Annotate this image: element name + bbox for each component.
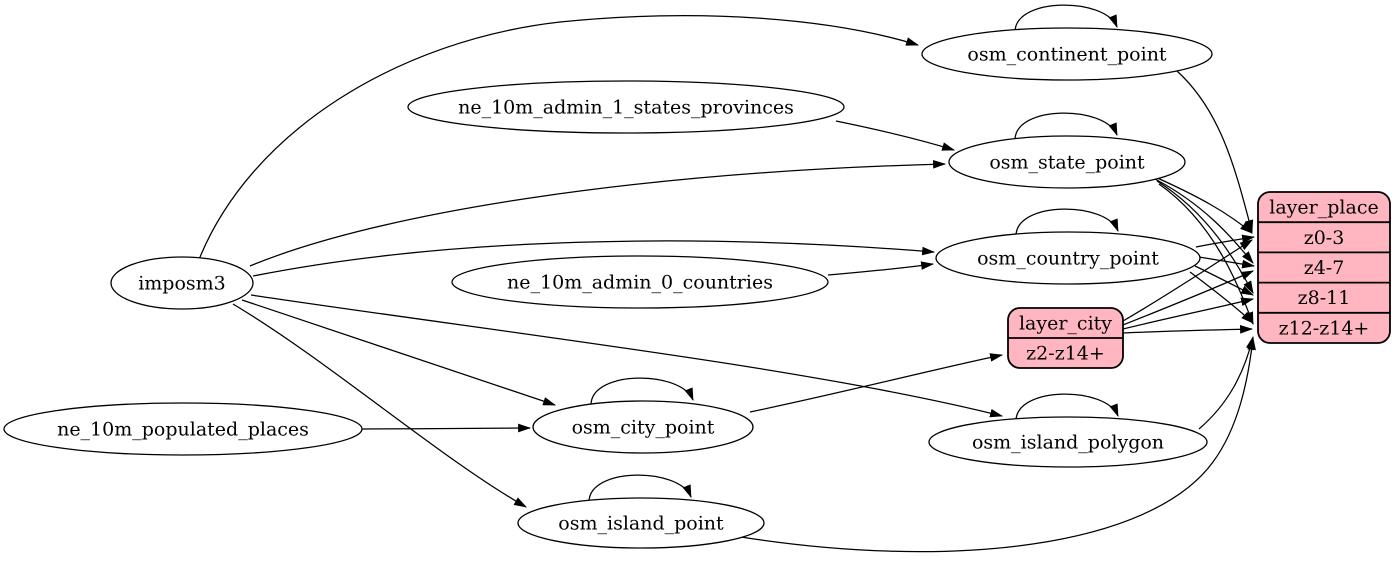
osm_continent_point-label: osm_continent_point — [967, 44, 1167, 66]
edge-imposm3--osm_continent_point — [197, 15, 920, 263]
edge-imposm3--osm_state_point — [249, 159, 947, 267]
edge-imposm3--osm_island_point — [232, 303, 527, 508]
ne_10m_admin_0_countries-shape — [451, 255, 829, 309]
edge-osm_country_point--layer_place-z8-11 — [1194, 265, 1254, 296]
edge-osm_state_point--osm_state_point-selfloop — [1014, 112, 1118, 141]
edge-osm_state_point--layer_place-z12-z14+ — [1158, 183, 1254, 326]
edge-layer — [197, 4, 1256, 553]
edge-osm_city_point--osm_city_point-selfloop — [590, 377, 694, 406]
edge-osm_continent_point--layer_place-z0-3 — [1176, 70, 1254, 234]
ne_10m_admin_1_states_provinces-label: ne_10m_admin_1_states_provinces — [458, 97, 794, 119]
node-osm_island_point: osm_island_point — [517, 497, 765, 549]
node-osm_state_point: osm_state_point — [948, 135, 1186, 189]
osm_state_point-shape — [948, 135, 1186, 189]
osm_country_point-shape — [935, 231, 1201, 285]
node-osm_island_polygon: osm_island_polygon — [928, 416, 1208, 468]
osm_continent_point-shape — [921, 27, 1213, 81]
edge-osm_state_point--layer_place-z4-7 — [1154, 178, 1254, 264]
node-layer_place: layer_place z0-3 z4-7 z8-11 z12-z14+ — [1257, 191, 1391, 344]
edge-osm_continent_point--osm_continent_point-selfloop — [1014, 4, 1118, 33]
edge-layer_city--layer_place-z8-11 — [1122, 297, 1255, 330]
osm_island_point-label: osm_island_point — [558, 513, 724, 535]
node-ne_10m_populated_places: ne_10m_populated_places — [3, 402, 363, 456]
edge-imposm3--osm_country_point — [252, 240, 936, 277]
edge-ne_10m_admin_1_states_provinces--osm_state_point — [835, 120, 956, 151]
edge-osm_island_polygon--osm_island_polygon-selfloop — [1015, 393, 1119, 422]
node-imposm3: imposm3 — [110, 256, 254, 310]
layer_city-row-1: z2-z14+ — [1026, 343, 1105, 365]
node-layer: imposm3 ne_10m_admin_1_states_provincesne… — [3, 27, 1391, 549]
edge-imposm3--osm_city_point — [241, 299, 557, 406]
edge-osm_island_point--osm_island_point-selfloop — [588, 474, 692, 503]
edge-osm_country_point--layer_place-z0-3 — [1195, 234, 1256, 248]
layer_city-row-0: layer_city — [1019, 313, 1112, 335]
layer_place-row-3: z8-11 — [1298, 287, 1351, 309]
osm_island_polygon-label: osm_island_polygon — [972, 432, 1164, 454]
edge-osm_city_point--layer_city — [749, 353, 1004, 413]
osm_island_polygon-shape — [928, 416, 1208, 468]
layer_place-row-2: z4-7 — [1304, 257, 1345, 279]
osm_country_point-label: osm_country_point — [977, 248, 1159, 270]
edge-osm_state_point--layer_place-z8-11 — [1156, 180, 1254, 294]
osm_state_point-label: osm_state_point — [989, 152, 1145, 174]
ne_10m_admin_0_countries-label: ne_10m_admin_0_countries — [507, 272, 773, 294]
layer_place-row-0: layer_place — [1269, 197, 1378, 219]
ne_10m_admin_1_states_provinces-shape — [407, 80, 845, 134]
imposm3-shape — [110, 256, 254, 310]
edge-layer_city--layer_place-z0-3 — [1122, 239, 1253, 322]
layer_place-row-4: z12-z14+ — [1279, 317, 1370, 339]
osm_city_point-shape — [532, 400, 754, 454]
edge-osm_island_point--layer_place-z12-z14+ — [740, 336, 1256, 553]
edge-osm_country_point--osm_country_point-selfloop — [1015, 208, 1119, 237]
node-osm_city_point: osm_city_point — [532, 400, 754, 454]
edge-osm_country_point--layer_place-z12-z14+ — [1189, 271, 1254, 324]
edge-layer_city--layer_place-z12-z14+ — [1122, 324, 1254, 334]
edge-osm_state_point--layer_place-z0-3 — [1152, 175, 1253, 234]
layer_place-row-1: z0-3 — [1304, 227, 1345, 249]
edge-ne_10m_populated_places--osm_city_point — [361, 423, 532, 433]
layer_place-shape — [1257, 191, 1391, 344]
edge-ne_10m_admin_0_countries--osm_country_point — [827, 261, 935, 276]
edge-osm_island_polygon--layer_place-z12-z14+ — [1198, 335, 1255, 430]
edge-osm_country_point--layer_place-z4-7 — [1198, 256, 1256, 269]
imposm3-label: imposm3 — [138, 273, 226, 295]
ne_10m_populated_places-label: ne_10m_populated_places — [57, 419, 309, 441]
edge-layer_city--layer_place-z4-7 — [1122, 270, 1254, 326]
node-osm_country_point: osm_country_point — [935, 231, 1201, 285]
ne_10m_populated_places-shape — [3, 402, 363, 456]
osm_city_point-label: osm_city_point — [572, 417, 715, 439]
node-ne_10m_admin_0_countries: ne_10m_admin_0_countries — [451, 255, 829, 309]
node-ne_10m_admin_1_states_provinces: ne_10m_admin_1_states_provinces — [407, 80, 845, 134]
osm_island_point-shape — [517, 497, 765, 549]
node-osm_continent_point: osm_continent_point — [921, 27, 1213, 81]
node-layer_city: layer_city z2-z14+ — [1007, 307, 1124, 369]
edge-imposm3--osm_island_polygon — [250, 294, 1004, 418]
